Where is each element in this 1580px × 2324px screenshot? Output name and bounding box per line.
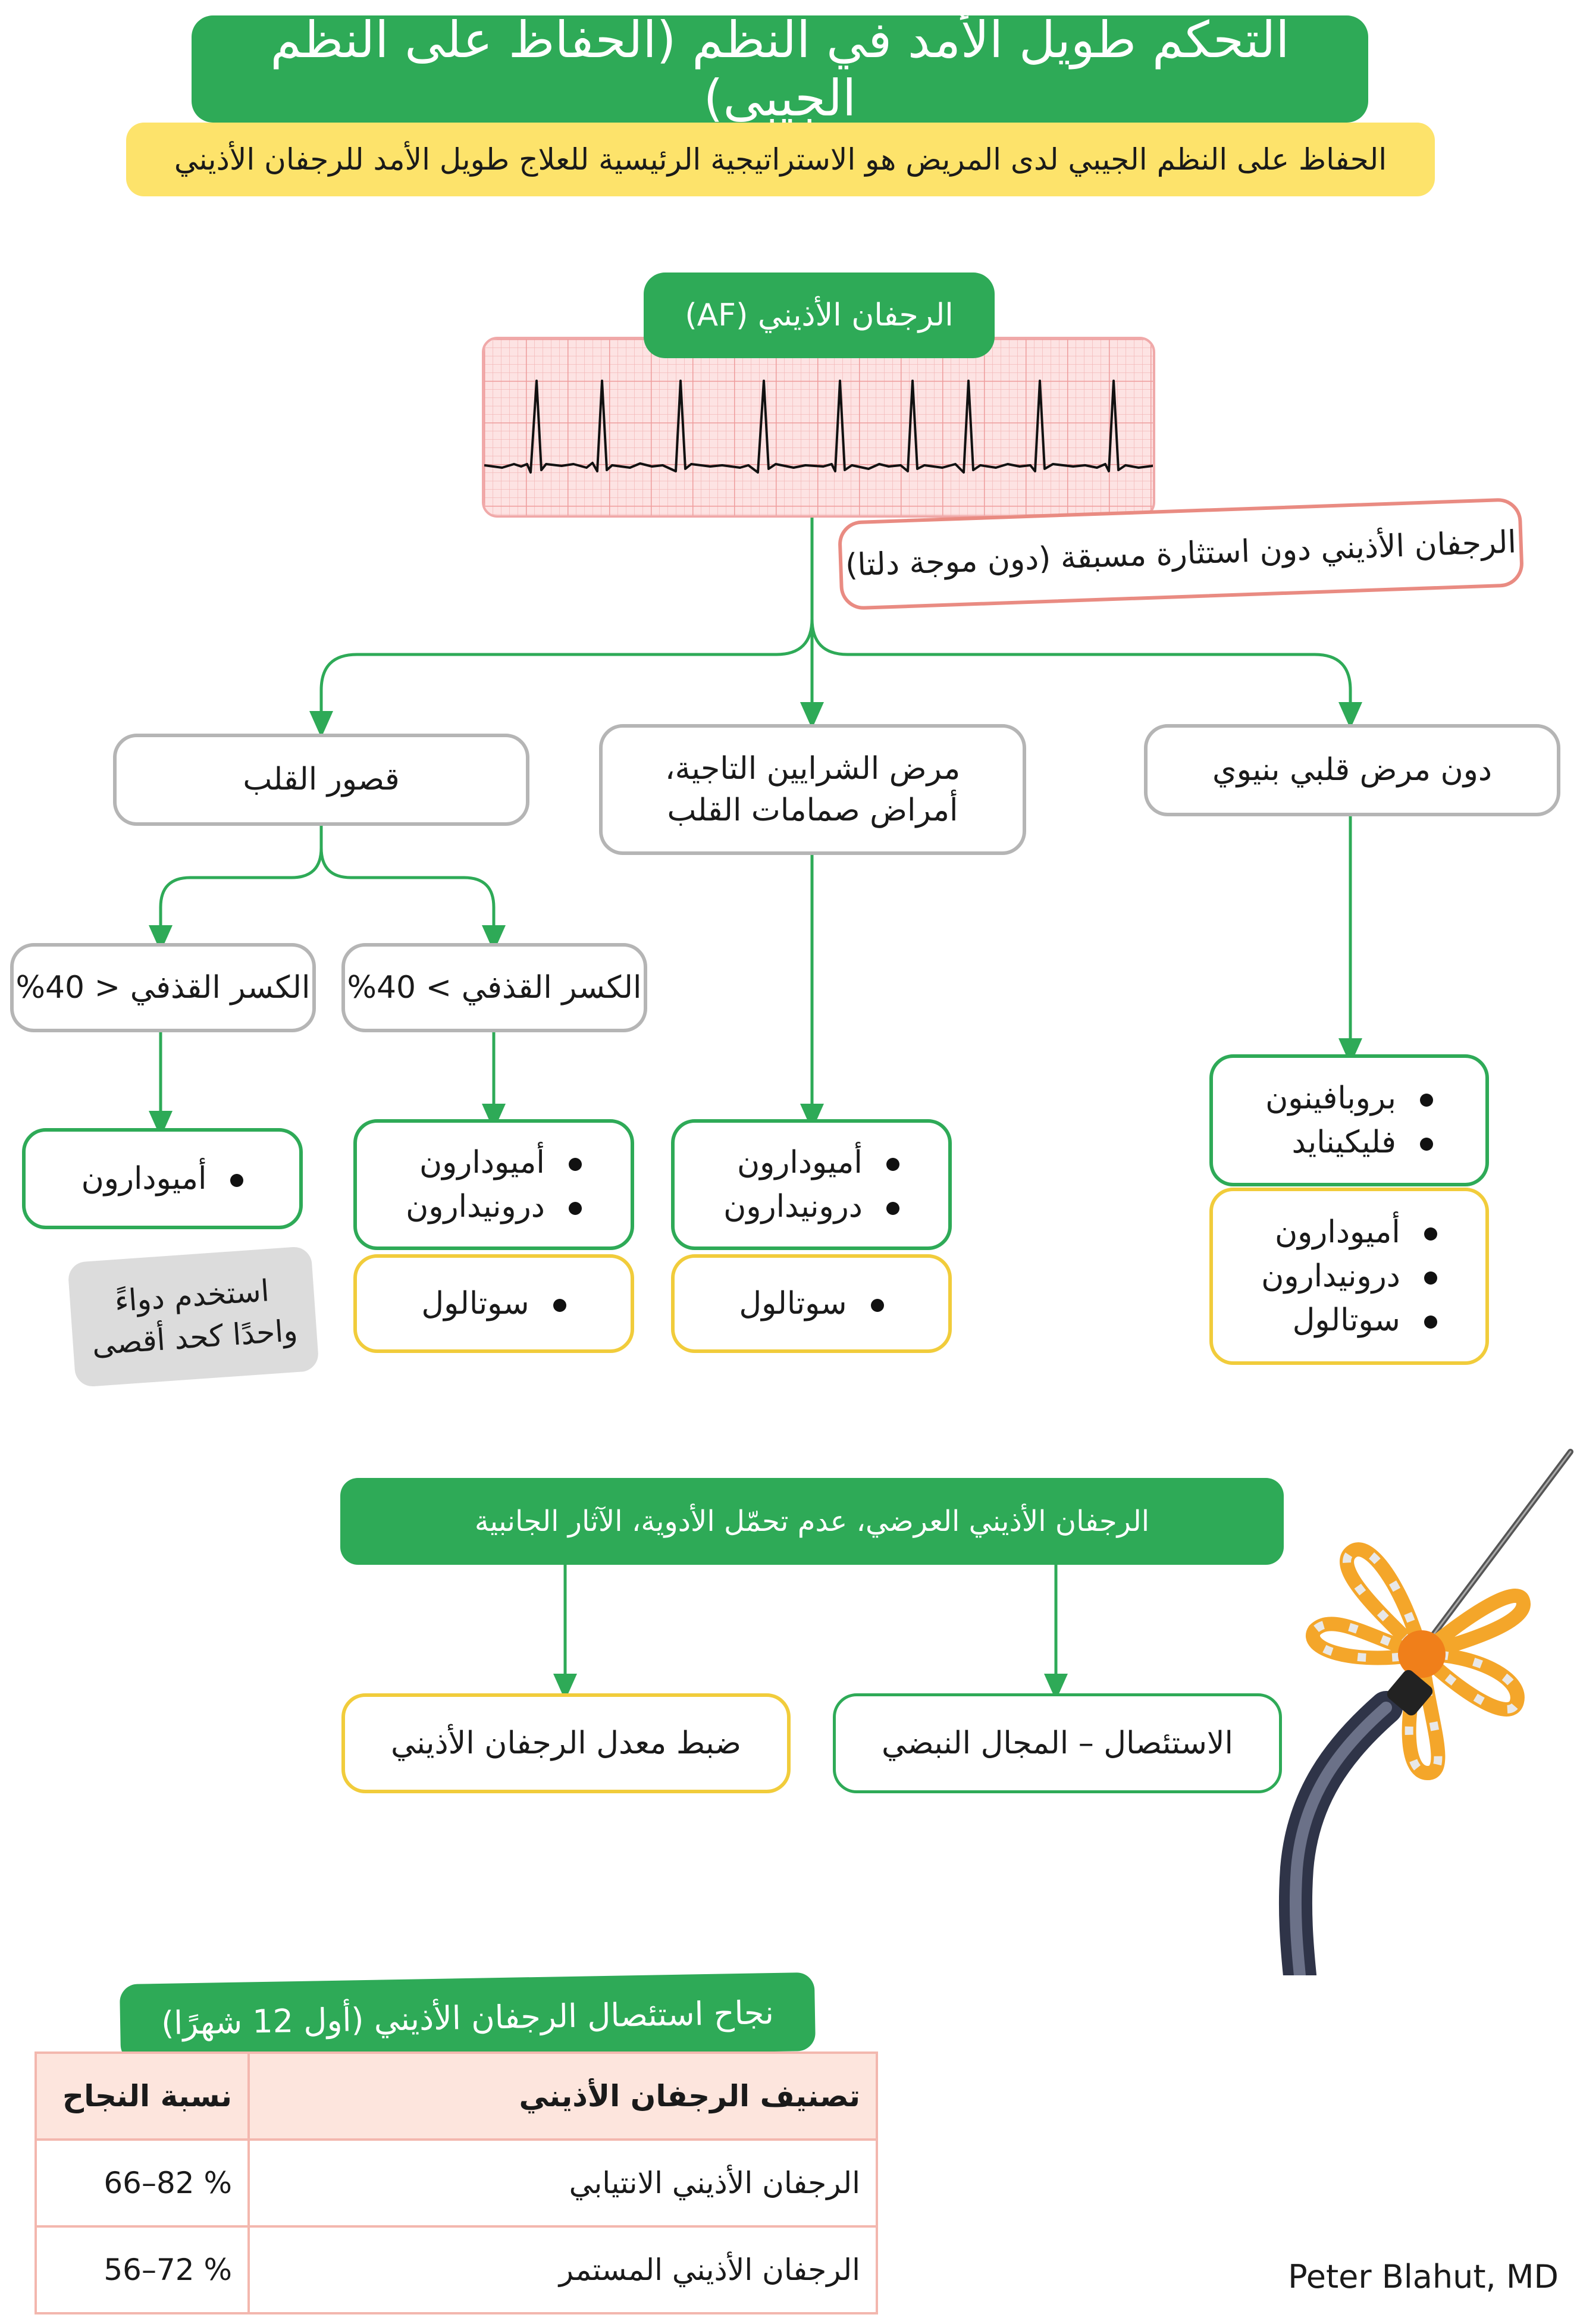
drugs-no-structural-second: أميودارون درونيدارون سوتالول (1209, 1188, 1489, 1365)
subtitle-bar: الحفاظ على النظم الجيبي لدى المريض هو ال… (126, 123, 1435, 196)
drug-item: درونيدارون (723, 1185, 899, 1229)
ecg-strip-icon (482, 337, 1155, 518)
category-heart-failure-text: قصور القلب (243, 762, 400, 798)
drug-item: أميودارون (406, 1141, 582, 1185)
category-heart-failure: قصور القلب (113, 734, 529, 826)
ef-above-box: الكسر القذفي > 40% (341, 943, 647, 1032)
drugs-ef-below: أميودارون (22, 1128, 303, 1229)
single-drug-note-text: استخدم دواءً واحدًا كحد أقصى (90, 1273, 299, 1362)
ablation-text: الاستئصال – المجال النبضي (881, 1725, 1234, 1761)
ef-above-text: الكسر القذفي > 40% (347, 969, 642, 1006)
author-text: Peter Blahut, MD (1288, 2258, 1559, 2295)
category-cad-valvular-text: مرض الشرايين التاجية، أمراض صمامات القلب (664, 750, 961, 828)
ef-below-box: الكسر القذفي < 40% (10, 943, 316, 1032)
table-title: نجاح استئصال الرجفان الأذيني (أول 12 شهر… (119, 1972, 816, 2063)
drug-list: سوتالول (739, 1282, 884, 1326)
category-no-structural-text: دون مرض قلبي بنيوي (1212, 752, 1492, 788)
page-title: التحكم طويل الأمد في النظم (الحفاظ على ا… (192, 11, 1368, 127)
pulsed-field-catheter-icon (1278, 1449, 1573, 1975)
table-title-text: نجاح استئصال الرجفان الأذيني (أول 12 شهر… (161, 1993, 775, 2042)
table-row: الرجفان الأذيني المستمر % 72–56 (35, 2225, 878, 2314)
drugs-ef-above-first: أميودارون درونيدارون (353, 1119, 634, 1250)
category-no-structural: دون مرض قلبي بنيوي (1144, 724, 1560, 816)
drug-list: أميودارون (81, 1157, 244, 1201)
symptomatic-banner: الرجفان الأذيني العرضي، عدم تحمّل الأدوي… (340, 1478, 1284, 1565)
subtitle-text: الحفاظ على النظم الجيبي لدى المريض هو ال… (174, 142, 1387, 177)
af-label: الرجفان الأذيني (AF) (644, 273, 995, 358)
drug-item: سوتالول (1261, 1298, 1437, 1342)
drug-list: بروبافينون فليكينايد (1265, 1076, 1433, 1164)
author: Peter Blahut, MD (1261, 2258, 1559, 2306)
drug-item: أميودارون (723, 1141, 899, 1185)
table-header-cell: نسبة النجاح (35, 2051, 250, 2141)
drugs-no-structural-first: بروبافينون فليكينايد (1209, 1054, 1489, 1186)
drug-list: أميودارون درونيدارون (723, 1141, 899, 1229)
table-cell: % 72–56 (35, 2225, 250, 2314)
drug-item: أميودارون (1261, 1210, 1437, 1254)
single-drug-note: استخدم دواءً واحدًا كحد أقصى (67, 1245, 319, 1388)
af-label-text: الرجفان الأذيني (AF) (685, 297, 954, 333)
drug-item: أميودارون (81, 1157, 244, 1201)
drugs-cad-second: سوتالول (671, 1254, 952, 1353)
af-note-text: الرجفان الأذيني دون استثارة مسبقة (دون م… (845, 524, 1517, 584)
drug-list: أميودارون درونيدارون (406, 1141, 582, 1229)
table-cell: الرجفان الأذيني الانتيابي (247, 2138, 878, 2228)
table-row: الرجفان الأذيني الانتيابي % 82–66 (35, 2138, 878, 2228)
drug-item: سوتالول (739, 1282, 884, 1326)
rate-control-box: ضبط معدل الرجفان الأذيني (341, 1693, 791, 1793)
drug-item: درونيدارون (1261, 1254, 1437, 1298)
table-cell: % 82–66 (35, 2138, 250, 2228)
category-cad-valvular: مرض الشرايين التاجية، أمراض صمامات القلب (599, 724, 1026, 855)
table-header-row: تصنيف الرجفان الأذيني نسبة النجاح (35, 2051, 878, 2141)
rate-control-text: ضبط معدل الرجفان الأذيني (390, 1725, 742, 1761)
drug-item: درونيدارون (406, 1185, 582, 1229)
results-table: تصنيف الرجفان الأذيني نسبة النجاح الرجفا… (35, 2051, 878, 2314)
drugs-ef-above-second: سوتالول (353, 1254, 634, 1353)
ablation-box: الاستئصال – المجال النبضي (833, 1693, 1282, 1793)
ef-below-text: الكسر القذفي < 40% (15, 969, 311, 1006)
table-cell: الرجفان الأذيني المستمر (247, 2225, 878, 2314)
page-title-text: التحكم طويل الأمد في النظم (الحفاظ على ا… (270, 11, 1290, 127)
drug-list: أميودارون درونيدارون سوتالول (1261, 1210, 1437, 1342)
table-header-cell: تصنيف الرجفان الأذيني (247, 2051, 878, 2141)
drug-item: فليكينايد (1265, 1120, 1433, 1164)
drug-list: سوتالول (421, 1282, 566, 1326)
drugs-cad-first: أميودارون درونيدارون (671, 1119, 952, 1250)
drug-item: بروبافينون (1265, 1076, 1433, 1120)
drug-item: سوتالول (421, 1282, 566, 1326)
symptomatic-banner-text: الرجفان الأذيني العرضي، عدم تحمّل الأدوي… (474, 1505, 1150, 1538)
